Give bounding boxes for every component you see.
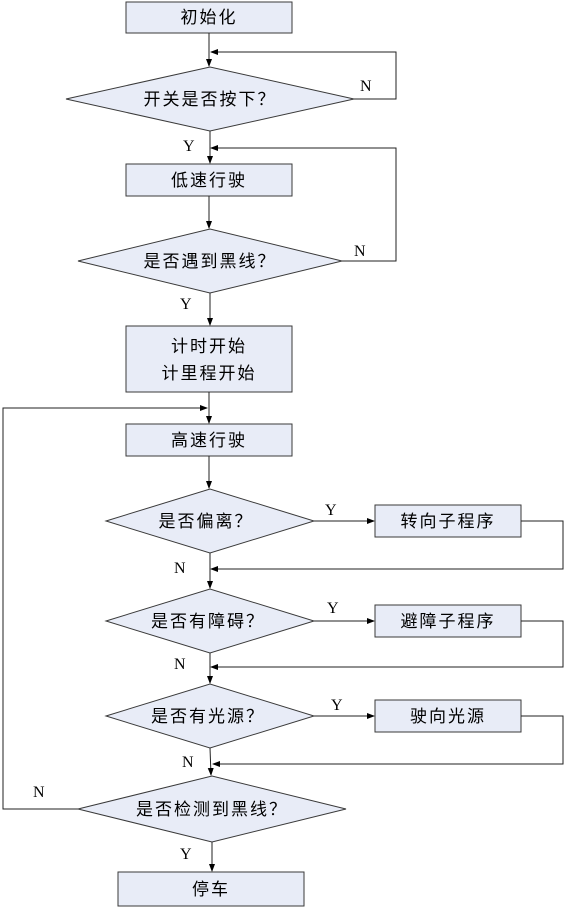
- node-init: 初始化: [125, 1, 293, 34]
- decision-black-line-1-label: 是否遇到黑线？: [144, 252, 277, 271]
- node-turn-subroutine-label: 转向子程序: [401, 512, 496, 531]
- label-switch-yes: Y: [183, 138, 195, 155]
- decision-switch-pressed: 开关是否按下？: [65, 66, 355, 132]
- decision-detect-black-line-label: 是否检测到黑线？: [136, 800, 288, 819]
- label-deviation-yes: Y: [325, 502, 337, 519]
- edge-drive-light-return: [212, 715, 564, 767]
- label-detect-no: N: [33, 784, 45, 801]
- label-detect-yes: Y: [180, 846, 192, 863]
- node-stop: 停车: [117, 871, 305, 907]
- label-black1-no: N: [354, 243, 366, 260]
- node-turn-subroutine: 转向子程序: [374, 504, 522, 538]
- decision-detect-black-line: 是否检测到黑线？: [77, 775, 347, 843]
- node-init-label: 初始化: [181, 8, 238, 27]
- node-avoid-subroutine-label: 避障子程序: [401, 612, 496, 631]
- decision-switch-pressed-label: 开关是否按下？: [144, 90, 277, 109]
- label-black1-yes: Y: [180, 296, 192, 313]
- label-switch-no: N: [360, 78, 372, 95]
- decision-black-line-1: 是否遇到黑线？: [77, 228, 343, 294]
- decision-deviation-label: 是否偏离？: [159, 512, 254, 531]
- edge-black1-no-loop: [210, 145, 397, 262]
- edge-switch-no-loop: [210, 49, 397, 100]
- node-low-speed: 低速行驶: [125, 163, 293, 197]
- label-light-yes: Y: [331, 697, 343, 714]
- decision-deviation: 是否偏离？: [104, 488, 316, 554]
- edge-avoid-return: [210, 620, 564, 670]
- edge-light-no: [207, 747, 214, 776]
- node-avoid-subroutine: 避障子程序: [374, 604, 522, 638]
- edge-detect-no-loop: [2, 405, 208, 810]
- decision-obstacle-label: 是否有障碍？: [151, 612, 265, 631]
- node-low-speed-label: 低速行驶: [171, 171, 247, 190]
- node-start-timer: 计时开始 计里程开始: [125, 325, 293, 393]
- node-start-mileage-label: 计里程开始: [162, 364, 257, 383]
- label-light-no: N: [182, 754, 194, 771]
- node-high-speed-label: 高速行驶: [171, 431, 247, 450]
- label-obstacle-no: N: [174, 656, 186, 673]
- node-high-speed: 高速行驶: [125, 423, 293, 457]
- node-stop-label: 停车: [192, 880, 230, 899]
- label-obstacle-yes: Y: [327, 600, 339, 617]
- edge-turn-return: [210, 520, 564, 572]
- label-deviation-no: N: [174, 560, 186, 577]
- decision-light-source-label: 是否有光源？: [151, 707, 265, 726]
- decision-obstacle: 是否有障碍？: [104, 588, 316, 654]
- node-drive-to-light-label: 驶向光源: [410, 707, 486, 726]
- decision-light-source: 是否有光源？: [104, 683, 316, 749]
- node-start-timer-label: 计时开始: [171, 337, 247, 356]
- node-drive-to-light: 驶向光源: [374, 699, 522, 733]
